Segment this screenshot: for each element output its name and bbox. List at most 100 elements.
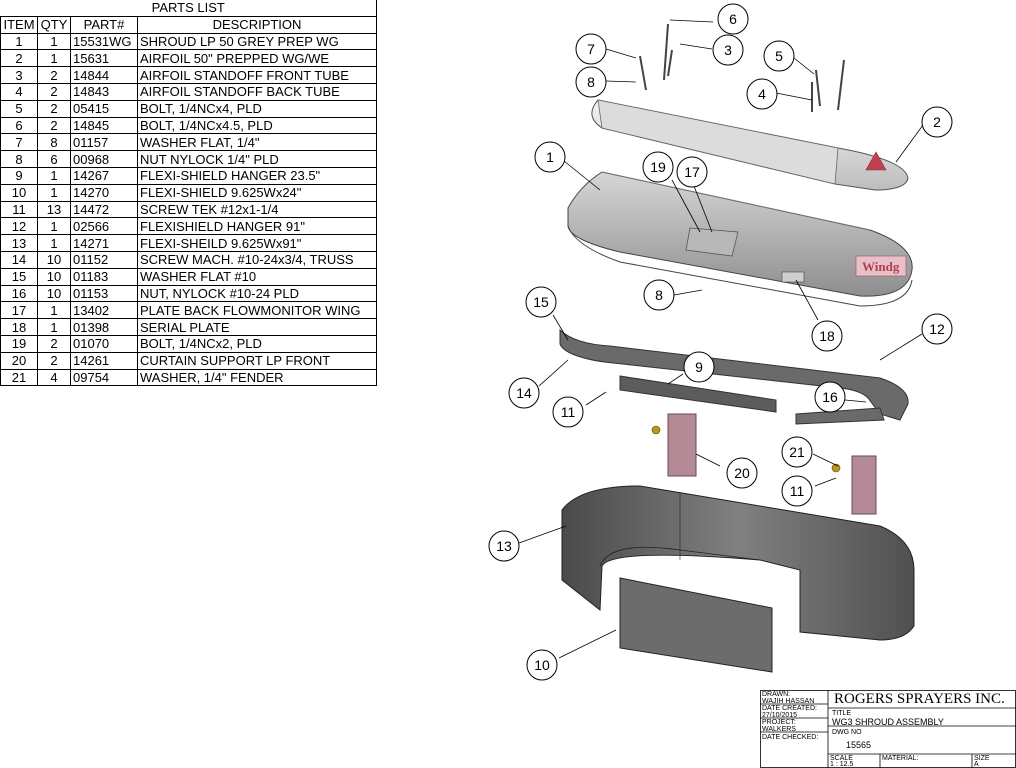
part-number-cell: 14845: [70, 116, 138, 135]
flexishield-91-part: [561, 485, 915, 641]
description-cell: WASHER, 1/4" FENDER: [137, 368, 377, 387]
balloon-circle: [643, 279, 675, 311]
description-cell: BOLT, 1/4NCx4, PLD: [137, 99, 377, 118]
balloon-number: 3: [724, 42, 732, 58]
item-balloon: 3: [712, 34, 744, 66]
part-number-cell: 01070: [70, 334, 138, 353]
balloon-circle: [712, 34, 744, 66]
item-balloon: 6: [717, 3, 749, 35]
balloon-circle: [746, 78, 778, 110]
date-checked-label: DATE CHECKED:: [762, 734, 819, 741]
balloon-circle: [526, 649, 558, 681]
title-block: DRAWN: WAJIH HASSAN DATE CREATED: 27/10/…: [760, 690, 1016, 768]
standoff-hardware: [639, 23, 845, 112]
item-cell: 10: [0, 183, 38, 202]
balloon-circle: [811, 320, 843, 352]
item-cell: 14: [0, 250, 38, 269]
scale-value: 1 : 12.5: [830, 761, 854, 768]
item-balloon: 9: [683, 351, 715, 383]
leader-lines: [518, 19, 924, 659]
item-balloon: 2: [921, 106, 953, 138]
description-cell: NUT, NYLOCK #10-24 PLD: [137, 284, 377, 303]
shroud-logo-text: Windg: [862, 259, 900, 274]
item-balloon: 12: [921, 313, 953, 345]
balloon-number: 8: [655, 287, 663, 303]
description-cell: BOLT, 1/4NCx4.5, PLD: [137, 116, 377, 135]
qty-cell: 4: [37, 368, 71, 387]
item-cell: 17: [0, 301, 38, 320]
drawn-value: WAJIH HASSAN: [762, 698, 815, 705]
parts-list-title-row: PARTS LIST: [0, 0, 377, 17]
item-balloon: 8: [575, 66, 607, 98]
part-number-cell: 14472: [70, 200, 138, 219]
item-balloon: 10: [526, 649, 558, 681]
fender-washer-left: [651, 425, 661, 435]
dwg-no-label: DWG NO: [832, 729, 862, 736]
balloon-circle: [921, 313, 953, 345]
balloon-number: 21: [789, 444, 805, 460]
part-number-cell: 01152: [70, 250, 138, 269]
balloon-number: 18: [819, 328, 835, 344]
description-cell: AIRFOIL STANDOFF FRONT TUBE: [137, 66, 377, 84]
item-cell: 19: [0, 334, 38, 353]
drawn-label: DRAWN:: [762, 691, 791, 698]
balloon-circle: [525, 286, 557, 318]
balloon-circle: [921, 106, 953, 138]
part-number-cell: 01183: [70, 267, 138, 286]
curtain-support-right: [851, 455, 877, 515]
shroud-part: Windg: [567, 171, 913, 307]
balloon-circle: [575, 66, 607, 98]
balloon-number: 7: [587, 41, 595, 57]
balloon-number: 11: [561, 404, 576, 420]
balloon-number: 19: [650, 159, 666, 175]
balloon-circle: [814, 381, 846, 413]
balloon-circle: [676, 156, 708, 188]
scale-label: SCALE: [830, 755, 853, 762]
item-balloon: 8: [643, 279, 675, 311]
balloon-circle: [508, 377, 540, 409]
balloon-circle: [726, 457, 758, 489]
header-description: DESCRIPTION: [137, 15, 377, 34]
balloon-number: 4: [758, 86, 766, 102]
company-name: ROGERS SPRAYERS INC.: [834, 691, 1005, 707]
balloon-circle: [488, 530, 520, 562]
parts-list-header-row: ITEM QTY PART# DESCRIPTION: [0, 15, 377, 34]
balloon-circle: [552, 396, 584, 428]
flexishield-hanger-91: [559, 328, 909, 425]
description-cell: BOLT, 1/4NCx2, PLD: [137, 334, 377, 353]
item-balloon: 21: [781, 436, 813, 468]
item-balloon: 14: [508, 377, 540, 409]
balloon-circle: [781, 475, 813, 507]
balloon-number: 8: [587, 74, 595, 90]
balloon-circle: [575, 33, 607, 65]
date-created-value: 27/10/2015: [762, 712, 798, 719]
size-value: A: [974, 761, 979, 768]
item-balloon: 17: [676, 156, 708, 188]
balloon-circle: [717, 3, 749, 35]
item-balloon: 16: [814, 381, 846, 413]
item-cell: 21: [0, 368, 38, 387]
project-label: PROJECT:: [762, 719, 796, 726]
project-value: WALKERS: [762, 726, 796, 733]
item-balloon: 15: [525, 286, 557, 318]
description-cell: FLEXISHIELD HANGER 91": [137, 217, 377, 236]
item-balloon: 19: [642, 151, 674, 183]
title-value: WG3 SHROUD ASSEMBLY: [832, 717, 944, 727]
balloon-number: 2: [933, 114, 941, 130]
curtain-support-left: [667, 413, 697, 477]
